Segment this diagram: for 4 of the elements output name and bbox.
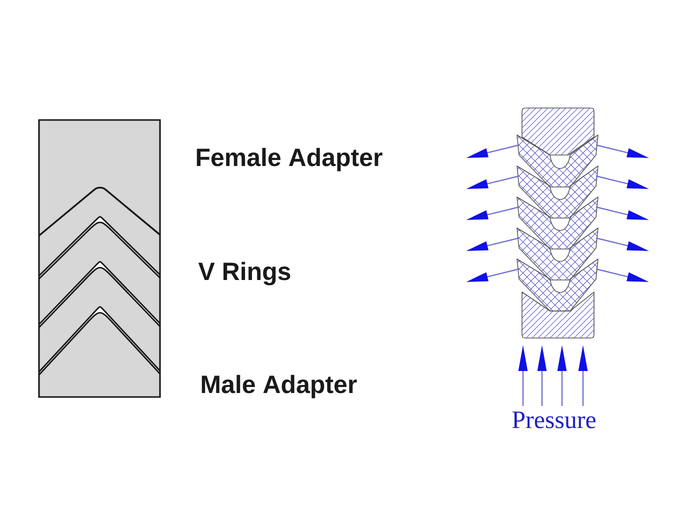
pressure-label: Pressure [512, 412, 596, 428]
part-label: Male Adapter [202, 374, 357, 398]
part-label: Female Adapter [196, 148, 382, 172]
part-label: V Rings [198, 262, 290, 286]
